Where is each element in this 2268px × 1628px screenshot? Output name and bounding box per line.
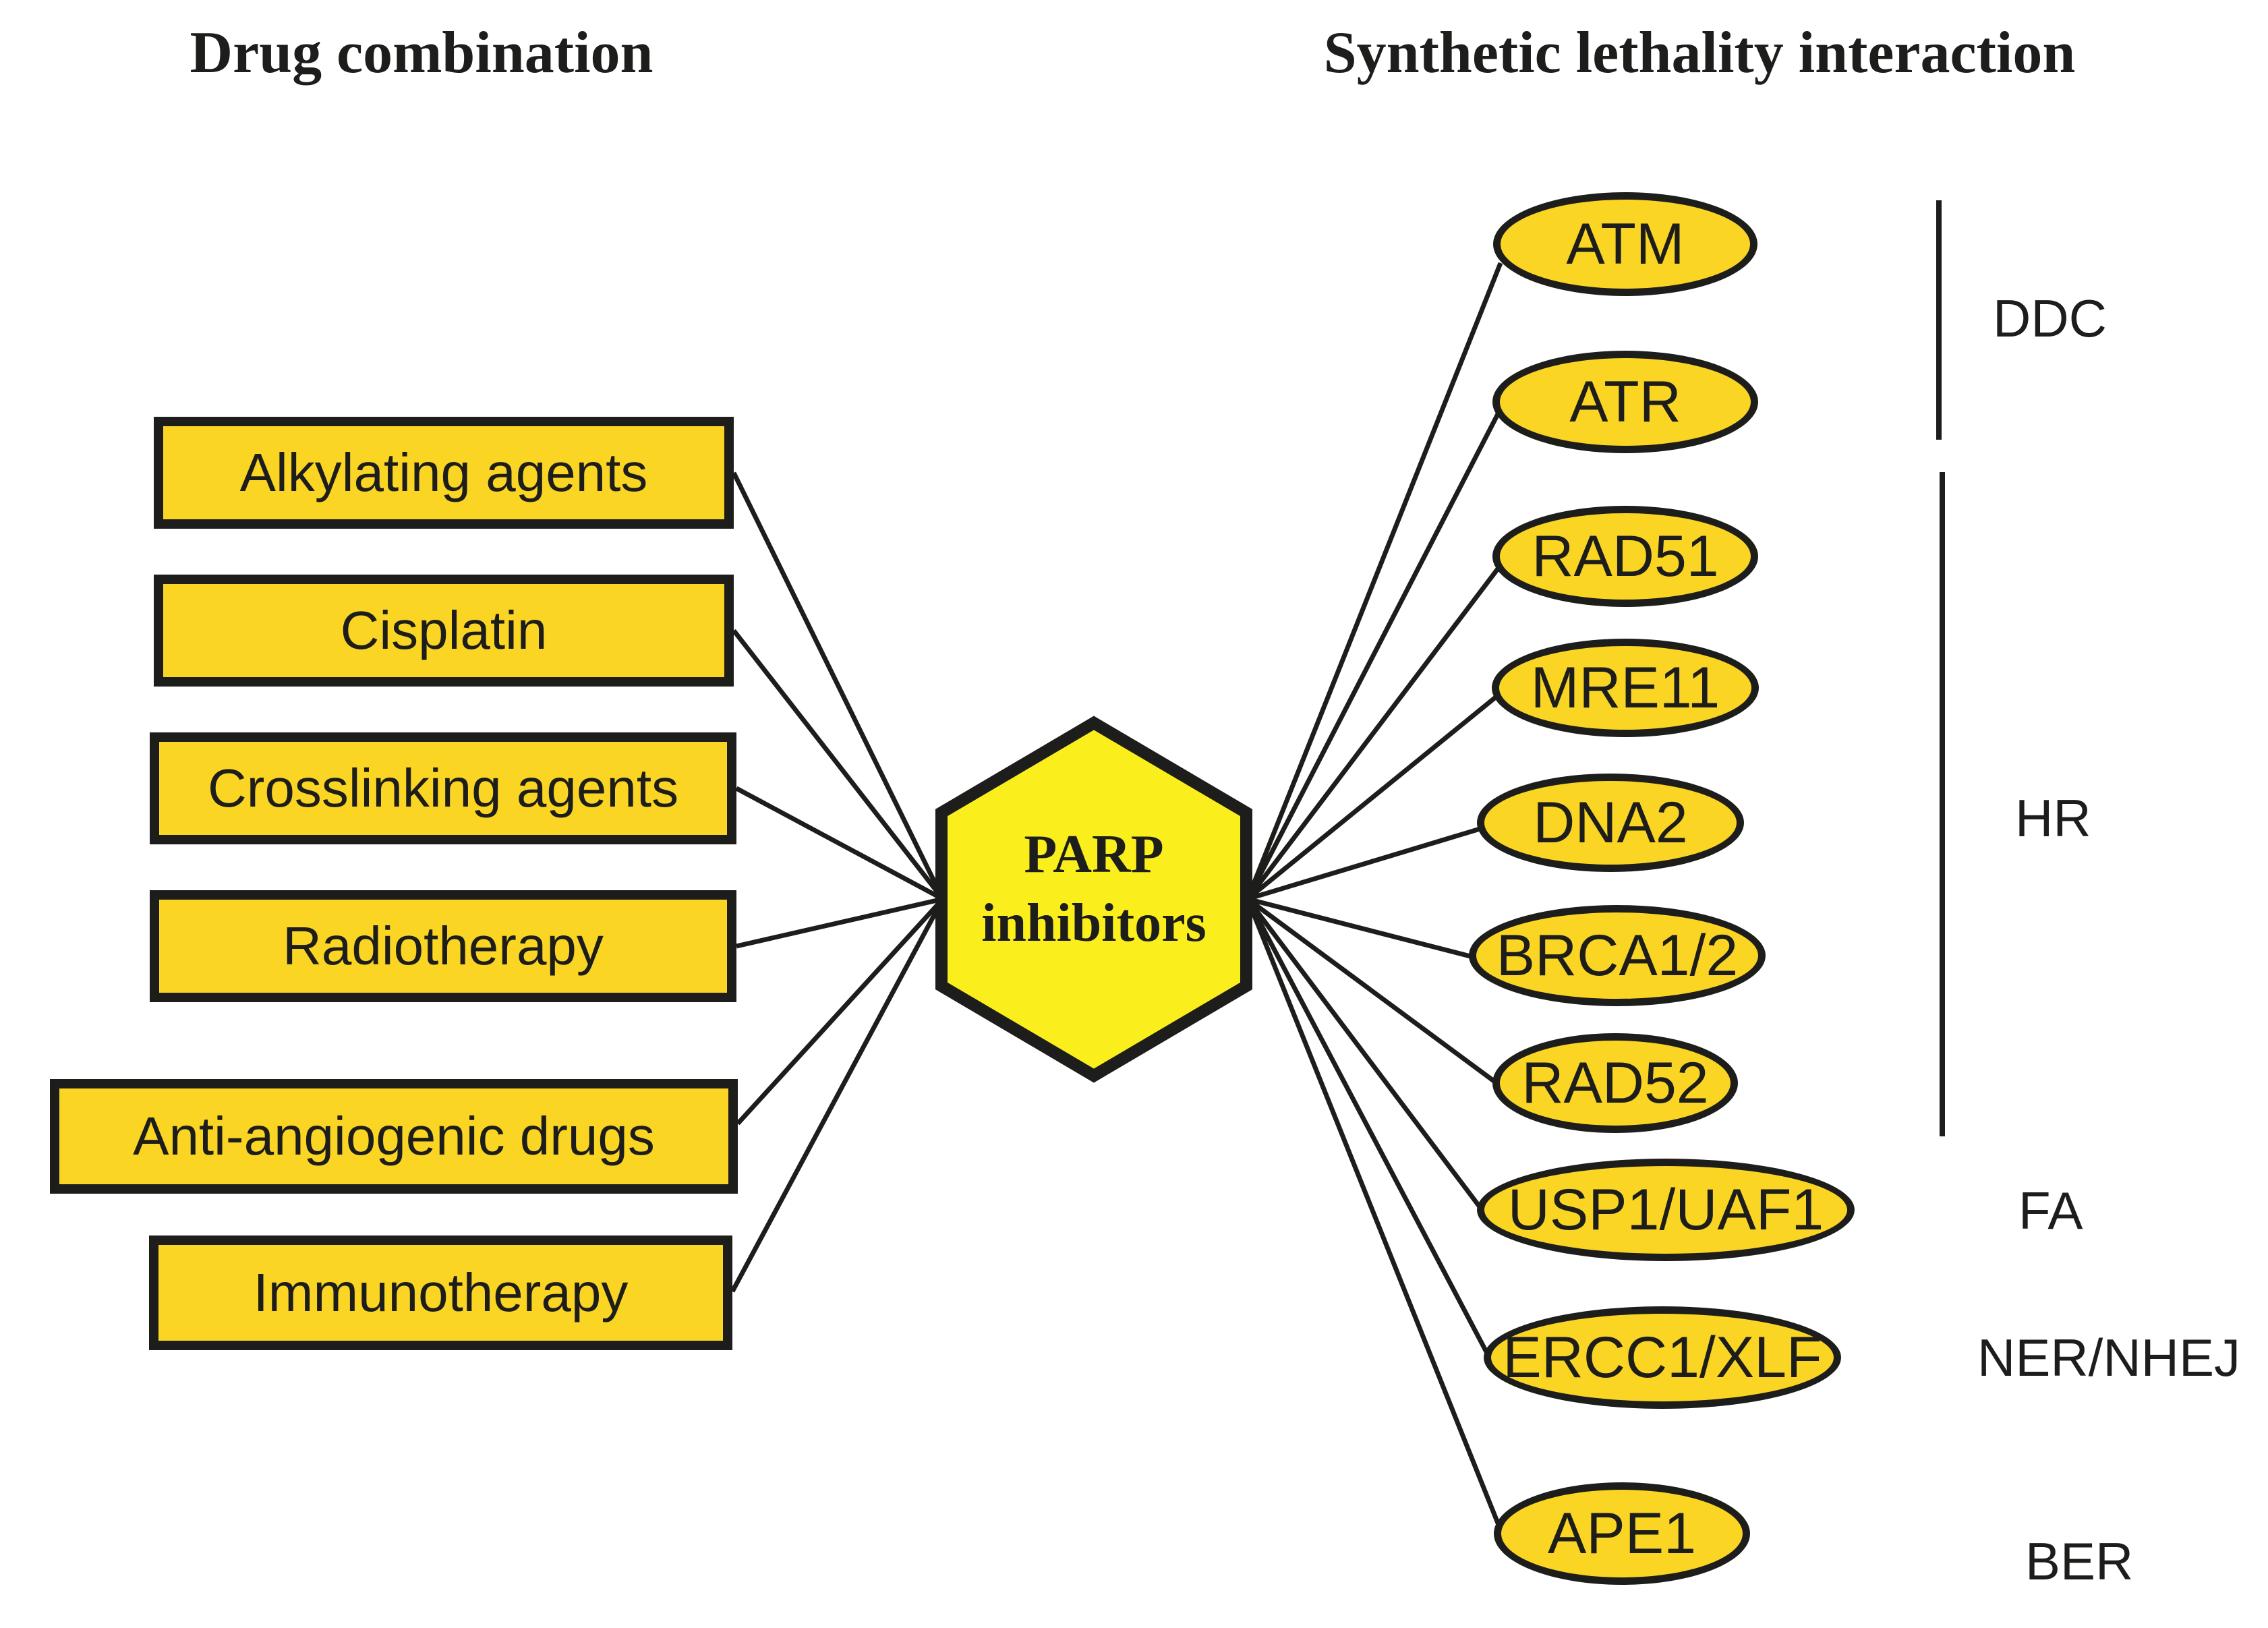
pathway-label-ner-nhej: NER/NHEJ (1977, 1327, 2241, 1387)
connector-line-mre11 (1246, 694, 1499, 901)
parp-hexagon-label: PARP inhibitors (941, 788, 1246, 990)
connector-line-rad52 (1246, 897, 1501, 1086)
connector-line-rad51 (1246, 566, 1501, 901)
drug-box-cisplatin: Cisplatin (154, 575, 734, 687)
gene-ellipse-rad51: RAD51 (1492, 506, 1758, 607)
connector-line-alkylating (731, 471, 946, 900)
gene-ellipse-dna2: DNA2 (1477, 774, 1744, 872)
gene-ellipse-atr: ATR (1492, 351, 1758, 453)
drug-box-anti-angiogenic-drugs: Anti-angiogenic drugs (50, 1079, 738, 1194)
pathway-label-hr: HR (2015, 788, 2091, 848)
gene-ellipse-mre11: MRE11 (1492, 639, 1759, 737)
connector-line-antiangiogenic (736, 897, 945, 1126)
gene-ellipse-brca12: BRCA1/2 (1469, 905, 1766, 1006)
gene-ellipse-usp1uaf1: USP1/UAF1 (1477, 1159, 1855, 1261)
parp-hexagon-line2: inhibitors (981, 894, 1206, 953)
drug-box-alkylating-agents: Alkylating agents (154, 417, 734, 529)
connector-line-ercc1xlf (1245, 898, 1493, 1361)
gene-ellipse-rad52: RAD52 (1492, 1033, 1738, 1133)
drug-box-radiotherapy: Radiotherapy (150, 890, 736, 1002)
parp-hexagon-line1: PARP (1024, 824, 1164, 884)
pathway-label-ddc: DDC (1993, 288, 2107, 348)
connector-line-immunotherapy (730, 898, 946, 1293)
connector-line-radiotherapy (736, 896, 943, 949)
left-column-title: Drug combination (190, 20, 653, 86)
connector-line-cisplatin (732, 629, 945, 901)
gene-ellipse-atm: ATM (1493, 192, 1757, 296)
connector-line-dna2 (1246, 825, 1484, 902)
pathway-label-ber: BER (2025, 1531, 2134, 1591)
connector-line-crosslinking (735, 786, 944, 902)
gene-ellipse-ercc1xlf: ERCC1/XLF (1484, 1306, 1841, 1409)
parp-hexagon (935, 716, 1252, 1083)
connector-line-atm (1245, 262, 1503, 900)
pathway-label-fa: FA (2018, 1180, 2083, 1240)
connector-line-atr (1245, 411, 1501, 900)
gene-ellipse-ape1: APE1 (1494, 1482, 1750, 1585)
connector-line-brca12 (1247, 896, 1476, 960)
drug-box-crosslinking-agents: Crosslinking agents (150, 732, 736, 844)
connector-line-ape1 (1245, 898, 1503, 1530)
right-column-title: Synthetic lethality interaction (1323, 20, 2076, 86)
connector-line-usp1uaf1 (1246, 897, 1487, 1216)
drug-box-immunotherapy: Immunotherapy (149, 1235, 732, 1350)
